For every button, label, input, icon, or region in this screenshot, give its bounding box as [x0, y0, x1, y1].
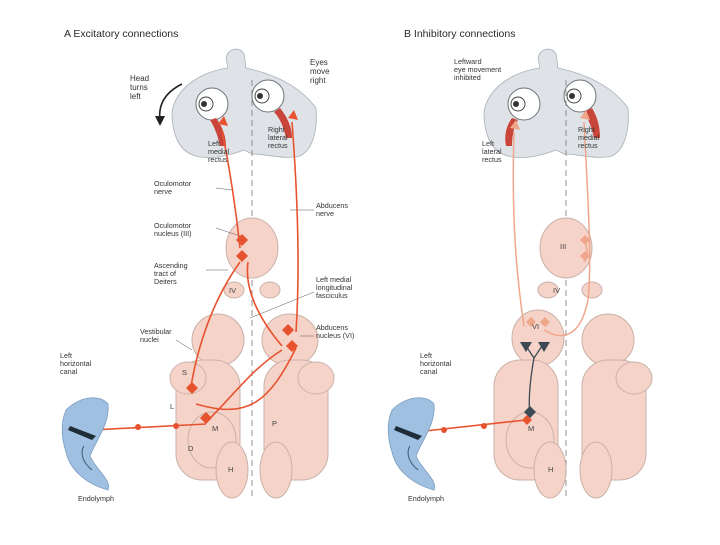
- label-nucleus-iv-b: IV: [553, 286, 560, 295]
- left-horizontal-canal-b: [388, 398, 434, 490]
- label-nucleus-iv-a: IV: [229, 286, 236, 295]
- label-nucleus-l: L: [170, 402, 174, 411]
- oculomotor-nucleus-left-a: [226, 218, 278, 278]
- label-left-medial-rectus: Left medial rectus: [208, 140, 229, 165]
- right-eye-b: [564, 80, 596, 112]
- label-nucleus-m-b: M: [528, 424, 534, 433]
- label-leftward-movement-inhibited: Leftward eye movement inhibited: [454, 58, 501, 83]
- label-left-mlf: Left medial longitudinal fasciculus: [316, 276, 352, 301]
- abducens-nucleus-left-a: [192, 314, 244, 366]
- label-left-horizontal-canal-b: Left horizontal canal: [420, 352, 451, 377]
- panel-b-title: B Inhibitory connections: [404, 28, 515, 40]
- label-nucleus-m-a: M: [212, 424, 218, 433]
- label-nucleus-vi-b: VI: [532, 322, 539, 331]
- abducens-nucleus-left-b: [512, 310, 564, 366]
- label-nucleus-d: D: [188, 444, 193, 453]
- vestibular-right-lobe-b: [616, 362, 652, 394]
- label-nucleus-p: P: [272, 419, 277, 428]
- abducens-nucleus-right-b: [582, 314, 634, 366]
- trochlear-nucleus-right-b: [582, 282, 602, 298]
- label-endolymph-a: Endolymph: [78, 495, 114, 503]
- left-eye-a: [196, 88, 228, 120]
- label-left-horizontal-canal-a: Left horizontal canal: [60, 352, 91, 377]
- label-oculomotor-nerve: Oculomotor nerve: [154, 180, 191, 196]
- panel-b-inhibitory: [388, 49, 652, 500]
- label-right-lateral-rectus: Right lateral rectus: [268, 126, 288, 151]
- label-nucleus-h-a: H: [228, 465, 233, 474]
- label-nucleus-iii-b: III: [560, 242, 566, 251]
- label-vestibular-nuclei: Vestibular nuclei: [140, 328, 172, 344]
- left-eye-b: [508, 88, 540, 120]
- label-abducens-nucleus: Abducens nucleus (VI): [316, 324, 354, 340]
- panel-a-excitatory: [62, 49, 334, 500]
- left-horizontal-canal-a: [62, 398, 108, 490]
- vestibular-right-lobe-a: [298, 362, 334, 394]
- label-ascending-tract-deiters: Ascending tract of Deiters: [154, 262, 188, 287]
- hypoglossal-lobe-right-b: [580, 442, 612, 498]
- right-eye-a: [252, 80, 284, 112]
- label-nucleus-h-b: H: [548, 465, 553, 474]
- label-endolymph-b: Endolymph: [408, 495, 444, 503]
- label-abducens-nerve: Abducens nerve: [316, 202, 348, 218]
- head-silhouette-a: [172, 49, 316, 158]
- label-nucleus-s: S: [182, 368, 187, 377]
- label-right-medial-rectus: Right medial rectus: [578, 126, 599, 151]
- label-oculomotor-nucleus: Oculomotor nucleus (III): [154, 222, 192, 238]
- panel-a-title: A Excitatory connections: [64, 28, 178, 40]
- trochlear-nucleus-right-a: [260, 282, 280, 298]
- hypoglossal-lobe-right-a: [260, 442, 292, 498]
- label-head-turns-left: Head turns left: [130, 74, 149, 101]
- label-left-lateral-rectus: Left lateral rectus: [482, 140, 502, 165]
- label-eyes-move-right: Eyes move right: [310, 58, 330, 85]
